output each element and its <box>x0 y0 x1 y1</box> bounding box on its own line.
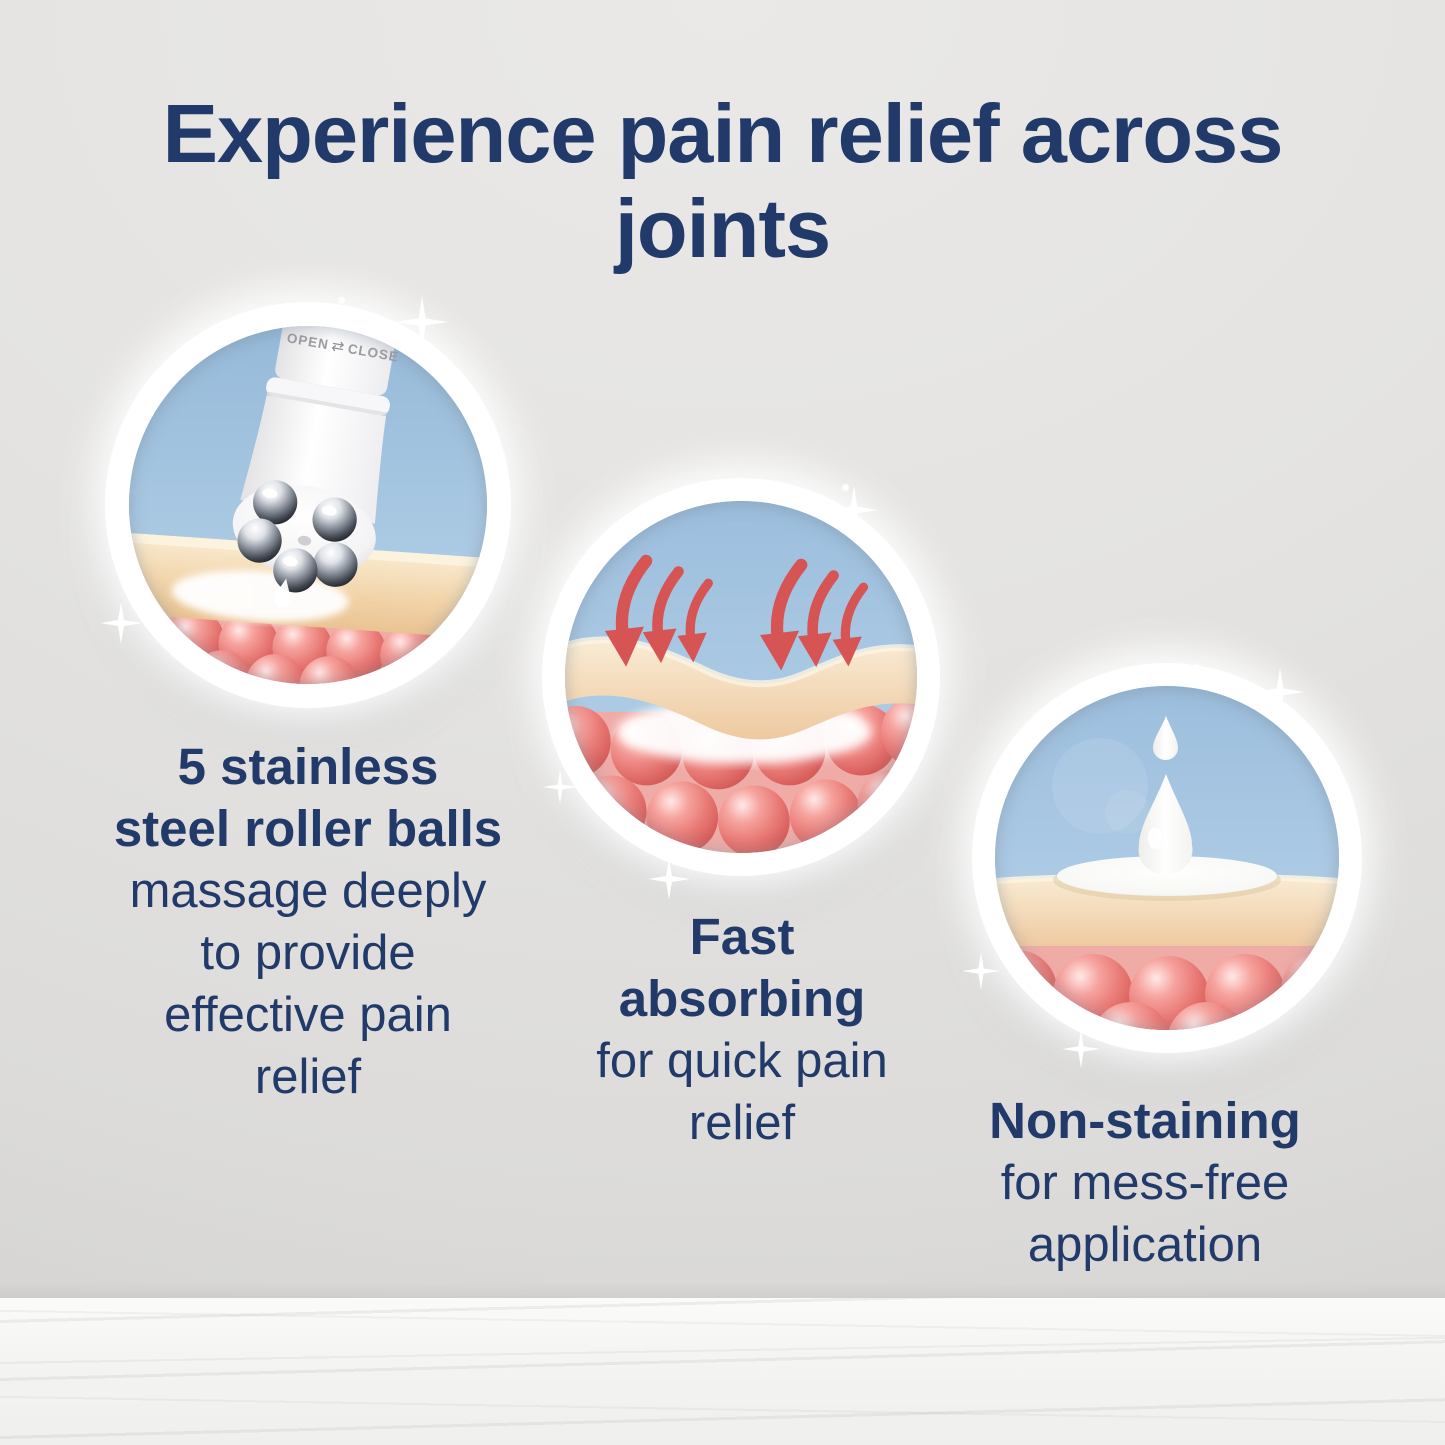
heading-line: Non-staining <box>989 1092 1301 1149</box>
roller-device-scene <box>129 326 487 684</box>
description-line: for quick pain <box>596 1034 888 1088</box>
device-collar <box>266 377 390 416</box>
feature-heading: 5 stainless steel roller balls <box>40 736 576 860</box>
device-body <box>240 395 387 524</box>
description-line: effective pain <box>164 988 452 1042</box>
feature-circle-non-staining <box>972 663 1362 1053</box>
marble-floor <box>0 1282 1445 1445</box>
absorbing-scene <box>565 501 917 853</box>
sky-background <box>565 501 917 853</box>
caption-fast-absorbing: Fast absorbing for quick pain relief <box>512 906 972 1154</box>
heading-line: Fast <box>689 908 795 965</box>
caption-non-staining: Non-staining for mess-free application <box>905 1090 1385 1276</box>
feature-heading: Fast absorbing <box>512 906 972 1030</box>
cream-drip <box>273 578 291 608</box>
heading-line: 5 stainless <box>177 738 439 795</box>
description-line: to provide <box>200 926 416 980</box>
sparkle-dot <box>842 484 849 491</box>
feature-description: for quick pain relief <box>512 1030 972 1154</box>
page-title: Experience pain relief across joints <box>0 86 1445 276</box>
feature-circle-roller-balls: OPEN⇄CLOSE <box>105 302 511 708</box>
skin-layer <box>129 530 487 642</box>
description-line: relief <box>254 1050 362 1104</box>
droplet-illustration <box>995 686 1339 1030</box>
skin-layer <box>565 636 917 740</box>
small-droplet-icon <box>1153 716 1178 760</box>
feature-description: for mess-free application <box>905 1152 1385 1276</box>
lens-flare <box>1052 738 1148 834</box>
feature-circle-fast-absorbing <box>542 478 940 876</box>
open-label: OPEN <box>285 330 331 353</box>
cream-puddle <box>1057 856 1277 896</box>
description-line: relief <box>688 1096 796 1150</box>
muscle-balls <box>995 946 1339 1030</box>
heading-line: absorbing <box>618 970 866 1027</box>
roller-device-illustration: OPEN⇄CLOSE <box>129 326 487 684</box>
skin-layer <box>995 873 1339 948</box>
roller-ball-applicator <box>232 326 397 608</box>
feature-description: massage deeply to provide effective pain… <box>40 860 576 1108</box>
device-open-close-label: OPEN⇄CLOSE <box>264 326 423 375</box>
absorbing-illustration <box>565 501 917 853</box>
sparkle-dot <box>338 297 345 304</box>
title-line: Experience pain relief across <box>162 87 1284 180</box>
sky-background <box>995 686 1339 1030</box>
feature-heading: Non-staining <box>905 1090 1385 1152</box>
sky-background <box>129 326 487 684</box>
description-line: application <box>1027 1218 1263 1272</box>
absorb-arrows-icon <box>605 561 864 671</box>
description-line: massage deeply <box>129 864 487 918</box>
sparkle-dot <box>1193 664 1200 671</box>
device-head <box>232 484 376 578</box>
steel-roller-balls <box>237 480 358 593</box>
droplet-scene <box>995 686 1339 1030</box>
cream-layer <box>616 699 872 764</box>
muscle-balls <box>565 695 917 853</box>
close-label: CLOSE <box>346 341 401 365</box>
description-line: for mess-free <box>1000 1156 1290 1210</box>
heading-line: steel roller balls <box>113 800 503 857</box>
caption-roller-balls: 5 stainless steel roller balls massage d… <box>40 736 576 1108</box>
droplet-icon <box>1138 716 1193 875</box>
cream-patch <box>171 570 349 622</box>
title-line: joints <box>614 182 831 275</box>
muscle-balls <box>129 605 487 684</box>
